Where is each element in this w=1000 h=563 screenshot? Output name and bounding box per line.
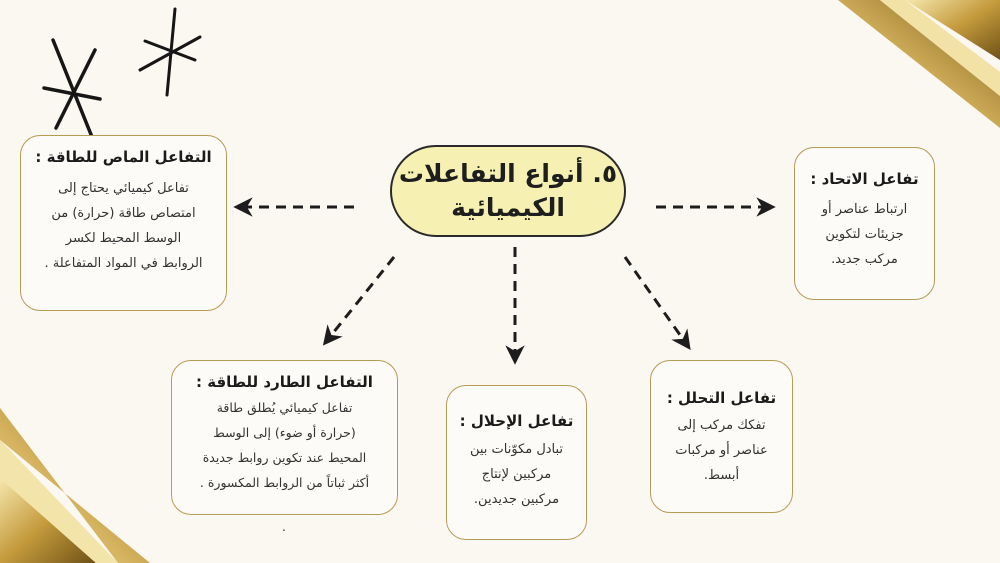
- central-topic-line-2: الكيميائية: [451, 193, 565, 222]
- box-exothermic-body: تفاعل كيميائي يُطلق طاقة (حرارة أو ضوء) …: [182, 395, 387, 495]
- box-endothermic-line: تفاعل كيميائي يحتاج إلى: [58, 181, 189, 196]
- sparkle-icon-large: [42, 38, 102, 139]
- box-endothermic-line: الوسط المحيط لكسر: [65, 231, 182, 246]
- corner-ribbon-bottom-left: [0, 408, 150, 563]
- box-exothermic-line: تفاعل كيميائي يُطلق طاقة: [216, 400, 353, 415]
- arrow-to-decomposition: [623, 256, 691, 350]
- box-endothermic: التفاعل الماص للطاقة : تفاعل كيميائي يحت…: [20, 135, 227, 311]
- box-exothermic-line: المحيط عند تكوين روابط جديدة: [202, 450, 367, 465]
- box-combination: تفاعل الاتحاد : ارتباط عناصر أو جزيئات ل…: [794, 147, 935, 300]
- box-replacement-body: تبادل مكوّنات بين مركبين لإنتاج مركبين ج…: [457, 437, 576, 512]
- box-decomposition-line: عناصر أو مركبات: [675, 443, 768, 458]
- box-endothermic-line: امتصاص طاقة (حرارة) من: [51, 206, 196, 221]
- box-endothermic-line: الروابط في المواد المتفاعلة .: [44, 256, 203, 271]
- box-endothermic-body: تفاعل كيميائي يحتاج إلى امتصاص طاقة (حرا…: [31, 176, 216, 276]
- box-exothermic-line: أكثر ثباتاً من الروابط المكسورة .: [199, 475, 370, 490]
- stray-dot: .: [282, 520, 286, 534]
- box-decomposition-line: تفكك مركب إلى: [677, 418, 766, 433]
- central-topic-line-1: ٥. أنواع التفاعلات: [398, 159, 618, 188]
- box-combination-line: مركب جديد.: [831, 252, 898, 267]
- box-exothermic-title: التفاعل الطارد للطاقة :: [196, 373, 373, 391]
- box-replacement-title: تفاعل الإحلال :: [459, 412, 574, 430]
- box-combination-line: جزيئات لتكوين: [825, 227, 904, 242]
- box-combination-body: ارتباط عناصر أو جزيئات لتكوين مركب جديد.: [805, 197, 924, 272]
- box-exothermic-line: (حرارة أو ضوء) إلى الوسط: [213, 425, 356, 440]
- arrow-to-exothermic: [322, 256, 396, 346]
- box-exothermic: التفاعل الطارد للطاقة : تفاعل كيميائي يُ…: [171, 360, 398, 515]
- box-endothermic-title: التفاعل الماص للطاقة :: [35, 148, 212, 166]
- box-replacement-line: مركبين لإنتاج: [481, 467, 552, 482]
- sparkle-icon-small: [138, 7, 202, 97]
- box-replacement-line: تبادل مكوّنات بين: [469, 442, 564, 457]
- box-decomposition: تفاعل التحلل : تفكك مركب إلى عناصر أو مر…: [650, 360, 793, 513]
- box-decomposition-title: تفاعل التحلل :: [666, 389, 777, 407]
- box-replacement-line: مركبين جديدين.: [473, 492, 560, 507]
- box-combination-title: تفاعل الاتحاد :: [810, 170, 919, 188]
- central-topic: ٥. أنواع التفاعلات الكيميائية: [390, 145, 626, 237]
- corner-ribbon-top-right: [838, 0, 1000, 128]
- box-decomposition-body: تفكك مركب إلى عناصر أو مركبات أبسط.: [661, 413, 782, 488]
- box-replacement: تفاعل الإحلال : تبادل مكوّنات بين مركبين…: [446, 385, 587, 540]
- box-decomposition-line: أبسط.: [703, 468, 740, 483]
- box-combination-line: ارتباط عناصر أو: [821, 202, 908, 217]
